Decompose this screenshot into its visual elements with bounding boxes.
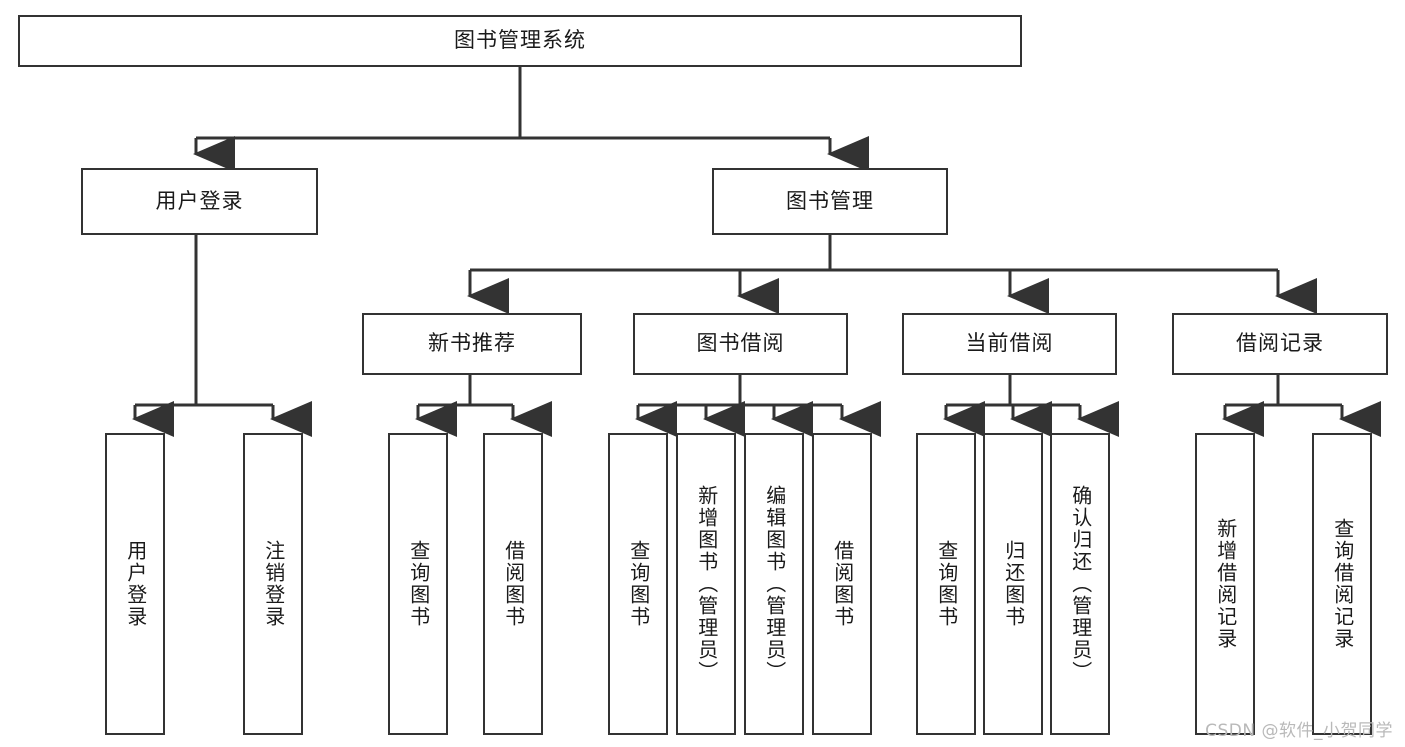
node-label: 借阅图书 [501, 540, 526, 628]
leaf-book-borrow-query-book[interactable]: 查询图书 [608, 433, 668, 735]
node-label: 新增借阅记录 [1213, 518, 1238, 650]
leaf-new-book-borrow-book[interactable]: 借阅图书 [483, 433, 543, 735]
leaf-book-borrow-edit-book-admin[interactable]: 编辑图书（管理员） [744, 433, 804, 735]
node-label: 查询图书 [934, 540, 959, 628]
leaf-borrow-record-query-record[interactable]: 查询借阅记录 [1312, 433, 1372, 735]
node-label: 确认归还（管理员） [1068, 485, 1093, 683]
node-label: 用户登录 [155, 188, 244, 213]
node-label: 借阅记录 [1236, 331, 1324, 356]
node-label: 图书借阅 [696, 331, 785, 356]
node-label: 新增图书（管理员） [694, 485, 719, 683]
node-label: 查询图书 [406, 540, 431, 628]
node-borrow-record[interactable]: 借阅记录 [1172, 313, 1388, 375]
leaf-user-login-login[interactable]: 用户登录 [105, 433, 165, 735]
node-label: 注销登录 [261, 540, 286, 628]
node-label: 用户登录 [123, 540, 148, 628]
leaf-user-login-logout[interactable]: 注销登录 [243, 433, 303, 735]
node-label: 借阅图书 [830, 540, 855, 628]
node-label: 图书管理 [786, 188, 874, 213]
leaf-borrow-record-add-record[interactable]: 新增借阅记录 [1195, 433, 1255, 735]
leaf-current-borrow-return-book[interactable]: 归还图书 [983, 433, 1043, 735]
node-root-book-management-system[interactable]: 图书管理系统 [18, 15, 1022, 67]
node-current-borrow[interactable]: 当前借阅 [902, 313, 1117, 375]
node-new-book-recommend[interactable]: 新书推荐 [362, 313, 582, 375]
leaf-new-book-query-book[interactable]: 查询图书 [388, 433, 448, 735]
node-label: 归还图书 [1001, 540, 1026, 628]
leaf-book-borrow-add-book-admin[interactable]: 新增图书（管理员） [676, 433, 736, 735]
node-book-borrow[interactable]: 图书借阅 [633, 313, 848, 375]
node-label: 编辑图书（管理员） [762, 485, 787, 683]
node-label: 查询借阅记录 [1330, 518, 1355, 650]
leaf-current-borrow-confirm-return-admin[interactable]: 确认归还（管理员） [1050, 433, 1110, 735]
node-label: 查询图书 [626, 540, 651, 628]
leaf-book-borrow-borrow-book[interactable]: 借阅图书 [812, 433, 872, 735]
node-label: 新书推荐 [428, 331, 516, 356]
node-label: 图书管理系统 [454, 28, 586, 53]
node-user-login[interactable]: 用户登录 [81, 168, 318, 235]
node-book-management[interactable]: 图书管理 [712, 168, 948, 235]
leaf-current-borrow-query-book[interactable]: 查询图书 [916, 433, 976, 735]
node-label: 当前借阅 [965, 331, 1054, 356]
csdn-watermark: CSDN @软件_小贺同学 [1205, 721, 1393, 741]
